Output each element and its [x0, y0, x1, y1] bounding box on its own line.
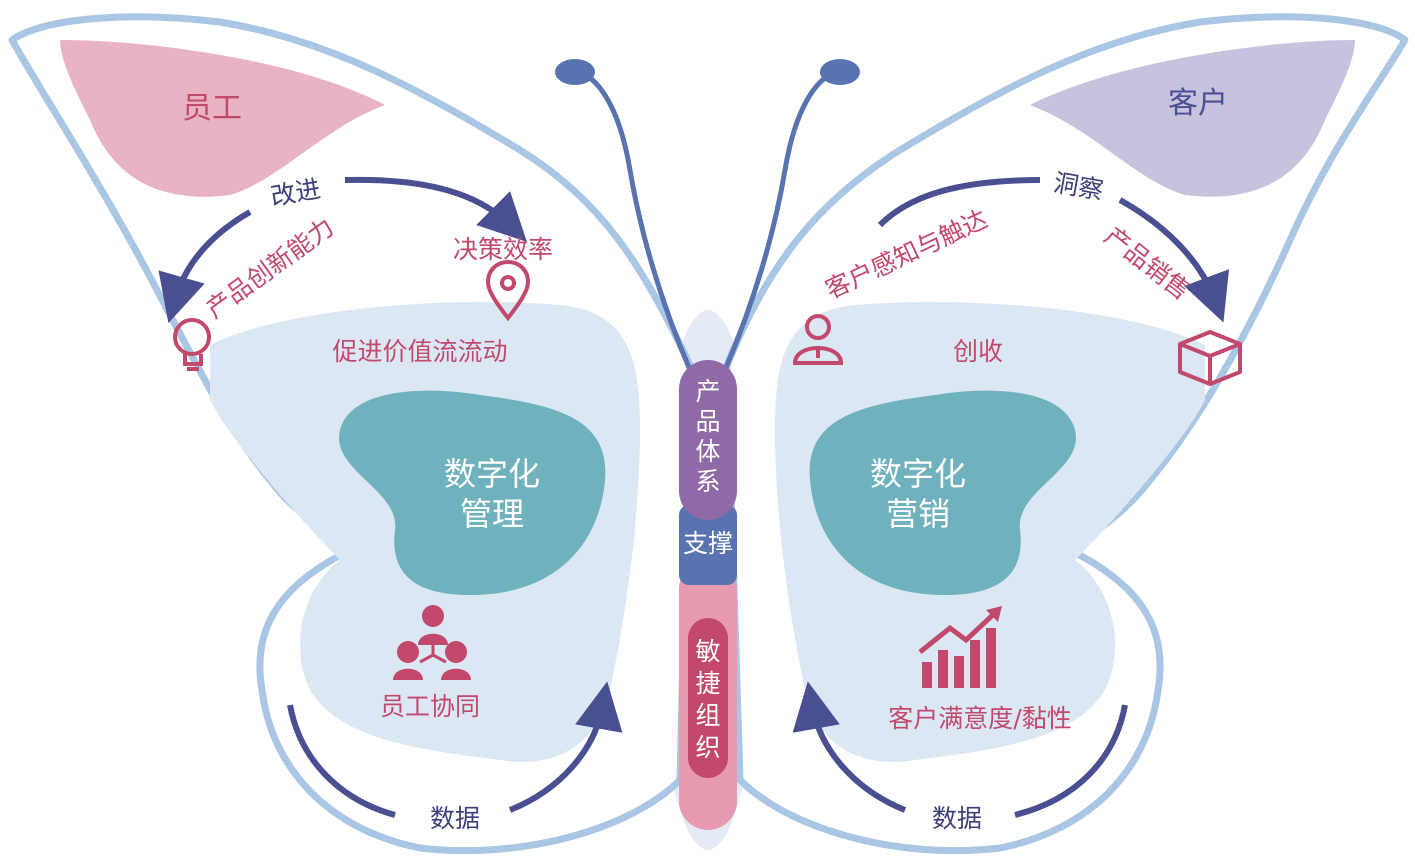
decision-efficiency-label: 决策效率	[453, 235, 553, 264]
body-top-char-2: 品	[695, 407, 720, 436]
growth-chart-icon	[918, 606, 1002, 688]
left-core-line2: 管理	[460, 495, 524, 533]
body-middle-label: 支撑	[683, 529, 733, 558]
right-wing	[723, 13, 1409, 855]
left-wing	[8, 13, 694, 855]
body-bottom-char-1: 敏	[695, 637, 720, 666]
left-top-arrow	[344, 176, 527, 242]
right-top-arrow	[877, 177, 1041, 228]
right-bottom-arrow-a	[792, 681, 907, 813]
body-bottom-inner	[688, 618, 728, 778]
lightbulb-icon	[173, 318, 211, 371]
left-core-shape	[339, 390, 606, 595]
revenue-label: 创收	[953, 337, 1003, 366]
antennae	[555, 59, 860, 371]
body-bottom-char-4: 织	[695, 733, 720, 762]
butterfly-body	[679, 360, 737, 830]
body-top-char-4: 系	[695, 467, 720, 496]
body-middle-segment	[679, 505, 737, 585]
left-down-arrow	[158, 209, 252, 324]
right-core-line2: 营销	[886, 495, 950, 533]
body-top-segment	[679, 360, 737, 520]
left-bottom-arrow-b	[508, 681, 623, 813]
right-down-arrow	[1118, 197, 1230, 323]
left-core-line1: 数字化	[444, 455, 540, 493]
left-bottom-arrow-a	[287, 704, 396, 818]
body-top-char-3: 体	[695, 437, 720, 466]
box-icon	[1178, 330, 1242, 386]
value-stream-label: 促进价值流流动	[332, 337, 507, 366]
team-icon	[393, 605, 471, 680]
employee-region	[60, 40, 385, 197]
right-bottom-arrow-b	[1014, 704, 1128, 818]
right-core-shape	[809, 390, 1076, 595]
customer-region	[1030, 40, 1355, 197]
employee-collab-label: 员工协同	[380, 692, 480, 721]
customer-satisfaction-label: 客户满意度/黏性	[888, 704, 1071, 733]
employee-label: 员工	[182, 91, 242, 126]
right-core-line1: 数字化	[870, 455, 966, 493]
left-data-label: 数据	[430, 804, 480, 833]
user-icon	[792, 314, 844, 365]
body-bottom-char-2: 捷	[695, 669, 720, 698]
location-pin-icon	[485, 259, 531, 322]
right-data-label: 数据	[932, 804, 982, 833]
body-bottom-char-3: 组	[695, 701, 720, 730]
body-top-char-1: 产	[695, 377, 720, 406]
customer-label: 客户	[1168, 86, 1228, 121]
